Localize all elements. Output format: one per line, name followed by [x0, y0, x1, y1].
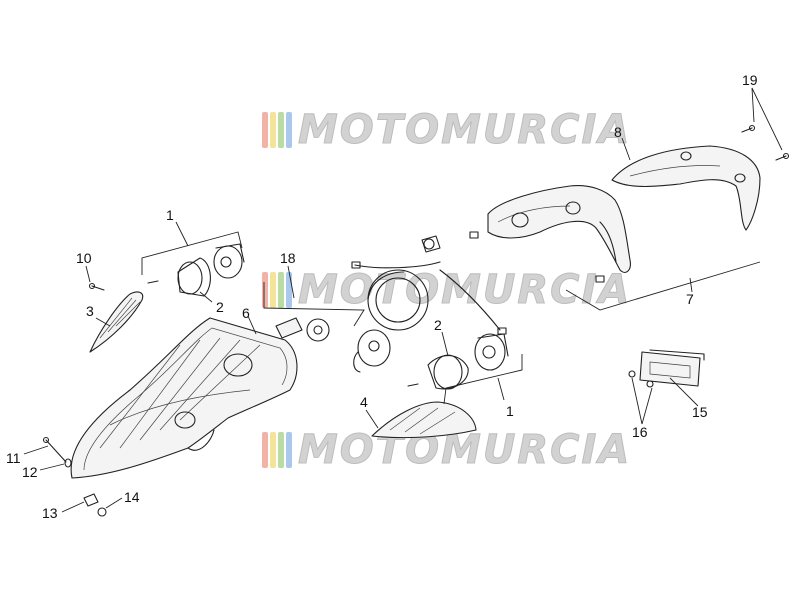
stripe	[286, 112, 292, 148]
stripe	[270, 112, 276, 148]
stripe	[286, 272, 292, 308]
stripe	[270, 272, 276, 308]
stripe	[286, 432, 292, 468]
rubber-boot[interactable]	[306, 318, 330, 342]
callout-11: 11	[6, 450, 21, 466]
callout-15: 15	[692, 404, 708, 420]
stripe	[278, 272, 284, 308]
callout-3: 3	[86, 303, 94, 319]
callout-19: 19	[742, 72, 758, 88]
screw-16b[interactable]	[646, 380, 654, 388]
callout-labels: 1 2 3 4 6 7 8 10 11 12 13 14 15 16 18 19…	[6, 72, 758, 521]
watermark-stripes	[262, 432, 292, 468]
bulb-socket-lower[interactable]	[427, 333, 509, 390]
callout-10: 10	[76, 250, 92, 266]
wiring-harness	[351, 235, 507, 335]
stripe	[262, 272, 268, 308]
watermark-text: MOTOMURCIA	[297, 107, 632, 153]
callout-1-upper: 1	[166, 207, 174, 223]
screw-19b[interactable]	[775, 152, 790, 161]
watermark-stripes	[262, 112, 292, 148]
callout-18: 18	[280, 250, 296, 266]
watermark-stripes	[262, 272, 292, 308]
callout-6: 6	[242, 305, 250, 321]
callout-1-lower: 1	[506, 403, 514, 419]
stripe	[262, 432, 268, 468]
callout-14: 14	[124, 489, 140, 505]
stripe	[278, 112, 284, 148]
callout-2-upper: 2	[216, 299, 224, 315]
watermark-middle: MOTOMURCIA	[262, 268, 631, 313]
callout-4: 4	[360, 394, 368, 410]
right-indicator-lens[interactable]	[371, 401, 477, 439]
headlight-bulb-holder[interactable]	[353, 329, 391, 373]
screw-19a[interactable]	[741, 124, 756, 133]
watermark-top: MOTOMURCIA	[262, 107, 632, 153]
bulb-socket-upper[interactable]	[177, 243, 245, 297]
callout-13: 13	[42, 505, 58, 521]
watermark-text: MOTOMURCIA	[297, 427, 632, 473]
callout-16: 16	[632, 424, 648, 440]
rear-cover[interactable]	[611, 145, 761, 231]
watermark-bottom: MOTOMURCIA	[262, 427, 632, 473]
screw-16a[interactable]	[628, 370, 636, 378]
stripe	[262, 112, 268, 148]
leader-lines	[23, 87, 783, 513]
clip-13[interactable]	[83, 493, 99, 507]
screw-4[interactable]	[407, 383, 419, 387]
tail-light-housing[interactable]	[469, 185, 631, 283]
callout-12: 12	[22, 464, 38, 480]
screw-10[interactable]	[88, 282, 105, 291]
headlight-reflector[interactable]	[367, 269, 429, 331]
plate-light[interactable]	[639, 349, 705, 387]
screw-10b[interactable]	[147, 280, 159, 284]
headlight-housing[interactable]	[70, 317, 298, 479]
washer-12[interactable]	[64, 458, 72, 468]
stripe	[278, 432, 284, 468]
bulb-18[interactable]	[275, 317, 303, 339]
screw-11[interactable]	[42, 436, 67, 463]
callout-8: 8	[614, 124, 622, 140]
stripe	[270, 432, 276, 468]
nut-14[interactable]	[97, 507, 107, 517]
callout-2-lower: 2	[434, 317, 442, 333]
left-indicator-lens[interactable]	[89, 291, 144, 353]
callout-7: 7	[686, 291, 694, 307]
